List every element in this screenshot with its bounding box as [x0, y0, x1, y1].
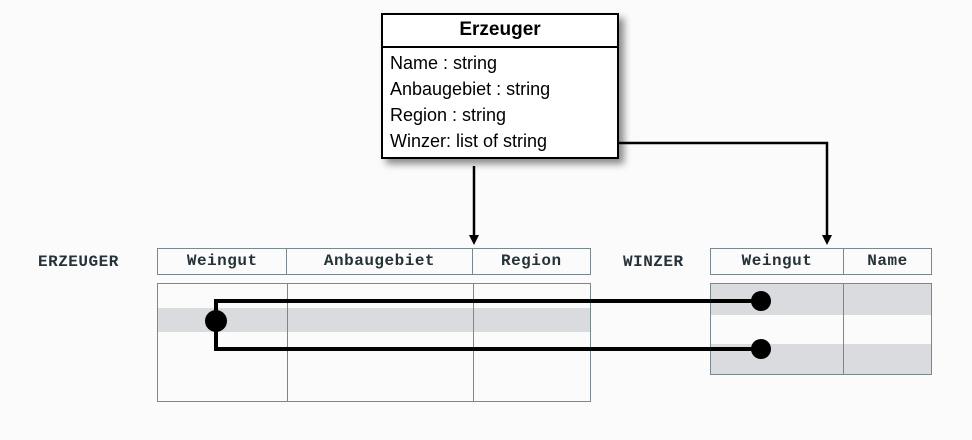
- column-header: Name: [867, 252, 908, 270]
- table-label-erzeuger: ERZEUGER: [38, 253, 119, 271]
- table-cell: [158, 308, 288, 332]
- table-cell: [288, 308, 474, 332]
- table-cell: [158, 284, 288, 308]
- table-row: [711, 284, 931, 315]
- uml-class-erzeuger: Erzeuger Name : string Anbaugebiet : str…: [381, 13, 619, 159]
- table-cell: [844, 284, 931, 315]
- table-cell: [474, 308, 590, 332]
- column-header: Weingut: [711, 249, 844, 274]
- table-cell: [474, 284, 590, 308]
- column-header: Anbaugebiet: [287, 249, 473, 274]
- table-cell: [288, 284, 474, 308]
- table-cell: [158, 356, 288, 401]
- uml-class-title: Erzeuger: [383, 15, 617, 48]
- table-cell: [711, 315, 844, 344]
- table-cell: [844, 315, 931, 344]
- table-row: [158, 356, 590, 401]
- arrow-class-to-winzer: [609, 141, 832, 245]
- table-cell: [288, 356, 474, 401]
- table-cell: [474, 356, 590, 401]
- table-cell: [474, 332, 590, 356]
- uml-attribute: Winzer: list of string: [390, 131, 548, 151]
- uml-attribute: Name : string: [390, 53, 498, 73]
- uml-attribute: Anbaugebiet : string: [390, 79, 551, 99]
- table-row: [158, 308, 590, 332]
- table-cell: [158, 332, 288, 356]
- table-row: [711, 344, 931, 374]
- column-header: Region: [500, 252, 562, 270]
- table-label-winzer: WINZER: [623, 253, 684, 271]
- table-cell: [711, 284, 844, 315]
- table-body-erzeuger: [157, 283, 591, 402]
- uml-attribute-list: Name : string Anbaugebiet : string Regio…: [383, 48, 617, 157]
- table-cell: [711, 344, 844, 374]
- table-row: [158, 332, 590, 356]
- column-header: Weingut: [158, 249, 288, 274]
- uml-attribute: Region : string: [390, 105, 507, 125]
- table-header-winzer: Weingut Name: [710, 248, 932, 275]
- table-body-winzer: [710, 283, 932, 375]
- table-cell: [288, 332, 474, 356]
- table-row: [158, 284, 590, 308]
- table-cell: [844, 344, 931, 374]
- table-row: [711, 315, 931, 344]
- table-header-erzeuger: Weingut Anbaugebiet Region: [157, 248, 591, 275]
